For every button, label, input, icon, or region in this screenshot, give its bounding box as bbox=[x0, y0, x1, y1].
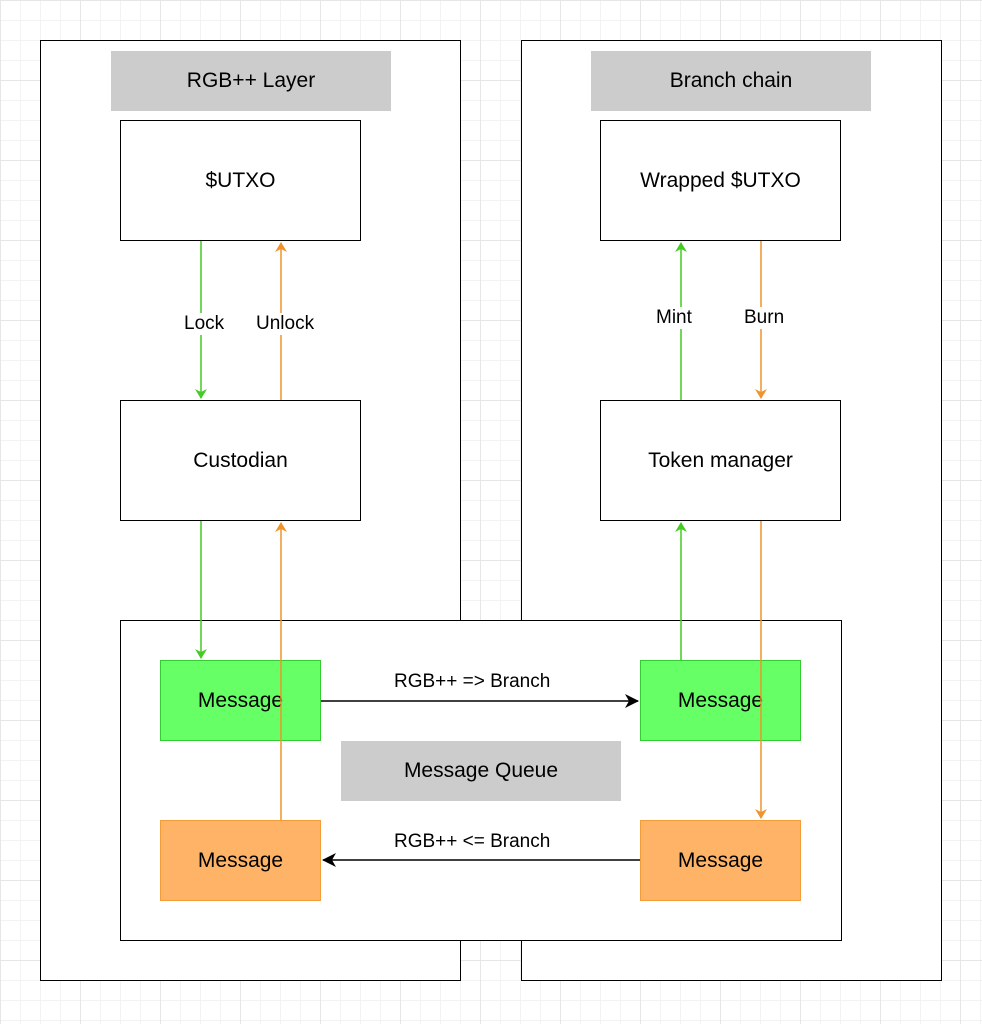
unlock-label: Unlock bbox=[254, 313, 317, 335]
message-queue-title: Message Queue bbox=[341, 741, 621, 801]
custodian-node: Custodian bbox=[120, 400, 361, 521]
mint-label: Mint bbox=[654, 307, 694, 329]
message-right-green: Message bbox=[640, 660, 801, 741]
to-rgbpp-label: RGB++ <= Branch bbox=[394, 831, 551, 852]
burn-label: Burn bbox=[742, 307, 787, 329]
lock-label: Lock bbox=[182, 313, 227, 335]
to-branch-label: RGB++ => Branch bbox=[394, 671, 551, 692]
message-right-orange: Message bbox=[640, 820, 801, 901]
rgbpp-layer-title: RGB++ Layer bbox=[111, 51, 391, 111]
token-manager-node: Token manager bbox=[600, 400, 841, 521]
message-left-orange: Message bbox=[160, 820, 321, 901]
utxo-node: $UTXO bbox=[120, 120, 361, 241]
wrapped-utxo-node: Wrapped $UTXO bbox=[600, 120, 841, 241]
message-left-green: Message bbox=[160, 660, 321, 741]
branch-chain-title: Branch chain bbox=[591, 51, 871, 111]
